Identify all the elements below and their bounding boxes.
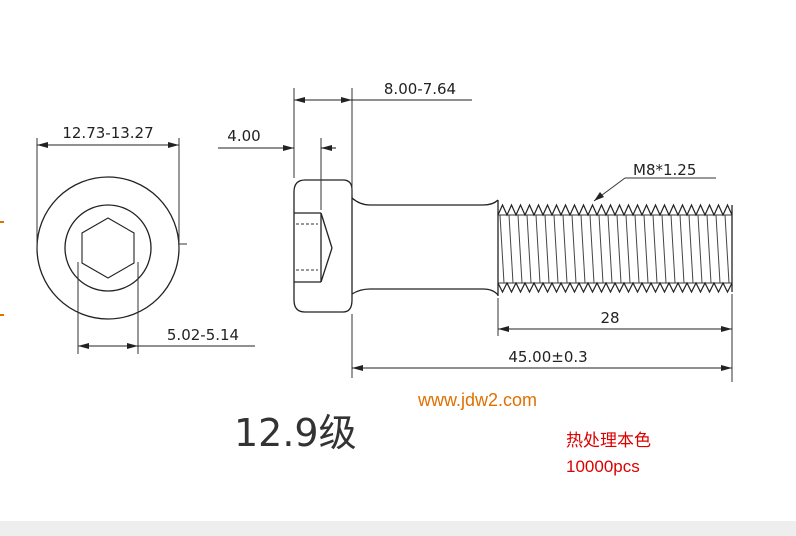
thread-line bbox=[643, 214, 649, 284]
socket-depth-label: 4.00 bbox=[227, 127, 260, 145]
thread-line bbox=[670, 214, 676, 284]
arrow-head bbox=[721, 326, 732, 332]
thread-line bbox=[652, 214, 658, 284]
website-link[interactable]: www.jdw2.com bbox=[417, 390, 537, 410]
thread-line bbox=[571, 214, 577, 284]
thread-line bbox=[724, 214, 730, 284]
finish-note: 热处理本色 bbox=[566, 431, 651, 450]
thread-line bbox=[526, 214, 532, 284]
arrow-head bbox=[168, 142, 179, 148]
thread-line bbox=[517, 214, 523, 284]
arrow-head bbox=[37, 142, 48, 148]
socket-cone bbox=[320, 212, 333, 249]
thread-line bbox=[553, 214, 559, 284]
bolt-head bbox=[293, 179, 353, 313]
head-height-label: 8.00-7.64 bbox=[384, 80, 456, 98]
thread-line bbox=[607, 214, 613, 284]
hex-socket bbox=[81, 217, 135, 279]
thread-line bbox=[544, 214, 550, 284]
socket-cone bbox=[320, 247, 333, 283]
thread-line bbox=[616, 214, 622, 284]
shank-top bbox=[351, 197, 499, 206]
thread-crests bbox=[497, 203, 733, 294]
thread-line bbox=[661, 214, 667, 284]
head-diameter-label: 12.73-13.27 bbox=[62, 124, 153, 142]
grade-label: 12.9级 bbox=[234, 411, 357, 455]
head-outer-circle bbox=[36, 176, 180, 320]
side-view: M8*1.25 8.00-7.64 4.00 28 45.00±0.3 bbox=[218, 80, 733, 382]
arrow-head bbox=[321, 145, 332, 151]
arrow-head bbox=[721, 365, 732, 371]
thread-line bbox=[688, 214, 694, 284]
bottom-strip bbox=[0, 521, 796, 536]
total-length-label: 45.00±0.3 bbox=[508, 348, 587, 366]
thread-length-label: 28 bbox=[600, 309, 619, 327]
thread-line bbox=[535, 214, 541, 284]
thread-line bbox=[697, 214, 703, 284]
thread-line bbox=[580, 214, 586, 284]
thread-line bbox=[634, 214, 640, 284]
thread-line bbox=[679, 214, 685, 284]
socket-size-label: 5.02-5.14 bbox=[167, 326, 239, 344]
thread-line bbox=[625, 214, 631, 284]
thread-line bbox=[562, 214, 568, 284]
thread-line bbox=[508, 214, 514, 284]
thread-line bbox=[499, 214, 505, 284]
shank-bottom bbox=[351, 288, 499, 296]
thread-line bbox=[715, 214, 721, 284]
thread-profile bbox=[497, 203, 733, 217]
thread-spec-label: M8*1.25 bbox=[633, 161, 696, 179]
quantity-note: 10000pcs bbox=[566, 457, 640, 476]
arrow-head bbox=[78, 343, 89, 349]
arrow-head bbox=[594, 192, 604, 201]
arrow-head bbox=[127, 343, 138, 349]
arrow-head bbox=[294, 97, 305, 103]
arrow-head bbox=[283, 145, 294, 151]
thread-line bbox=[598, 214, 604, 284]
end-view: 12.73-13.27 5.02-5.14 bbox=[36, 124, 255, 354]
socket-circle bbox=[64, 204, 152, 292]
thread-profile bbox=[497, 281, 733, 294]
thread-line bbox=[589, 214, 595, 284]
arrow-head bbox=[352, 365, 363, 371]
arrow-head bbox=[498, 326, 509, 332]
arrow-head bbox=[341, 97, 352, 103]
thread-line bbox=[706, 214, 712, 284]
